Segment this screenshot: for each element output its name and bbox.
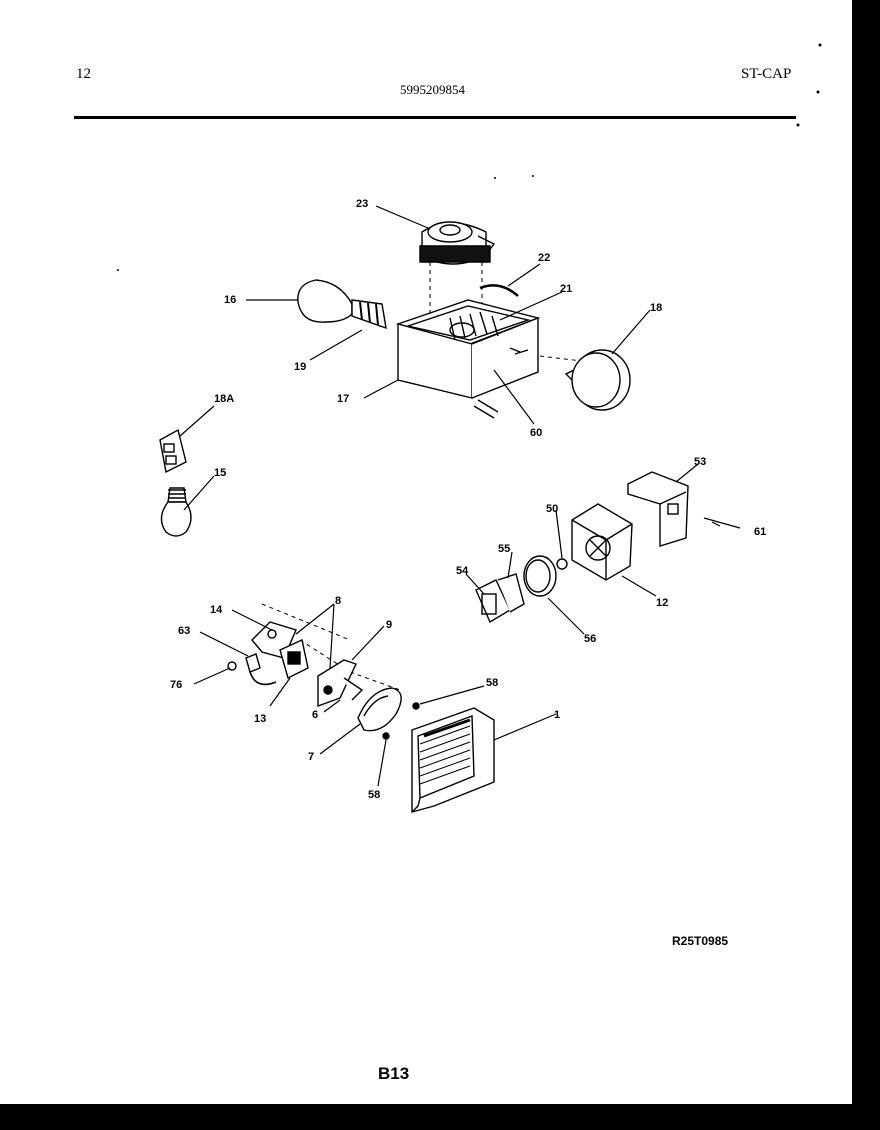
callout-labels: 23 22 21 16 19 18 17 60 18A 15 53 50 61 … <box>170 198 766 801</box>
callout-17: 17 <box>337 393 349 405</box>
lamp-bulb-small-part <box>160 487 192 537</box>
socket-part <box>159 428 187 474</box>
page-number-left: 12 <box>76 66 91 82</box>
callout-18: 18 <box>650 302 662 314</box>
control-panel-housing-part <box>411 707 495 813</box>
callout-22: 22 <box>538 252 550 264</box>
callout-18A: 18A <box>214 393 234 405</box>
diagram-page: 12 5995209854 ST-CAP R25T0985 B13 <box>0 0 852 1104</box>
callout-55: 55 <box>498 543 510 555</box>
callout-14: 14 <box>210 604 223 616</box>
callout-58-upper: 58 <box>486 677 498 689</box>
callout-6: 6 <box>312 709 318 721</box>
callout-23: 23 <box>356 198 368 210</box>
gasket-part <box>357 687 420 740</box>
page-code: B13 <box>378 1064 410 1083</box>
lamp-bulb-large-part <box>297 279 387 330</box>
callout-1: 1 <box>554 709 560 721</box>
round-cover-part <box>564 349 631 411</box>
timer-motor-part <box>419 221 496 265</box>
callout-12: 12 <box>656 597 668 609</box>
housing-box-part <box>395 284 541 419</box>
callout-13: 13 <box>254 713 266 725</box>
header-rule <box>74 116 796 119</box>
leader-lines <box>179 205 741 787</box>
callout-7: 7 <box>308 751 314 763</box>
callout-53: 53 <box>694 456 706 468</box>
callout-63: 63 <box>178 625 190 637</box>
drawing-code: R25T0985 <box>672 934 729 948</box>
fan-blade-part <box>523 555 568 597</box>
callout-50: 50 <box>546 503 558 515</box>
callout-15: 15 <box>214 467 226 479</box>
switch-assembly-part <box>227 621 364 707</box>
callout-21: 21 <box>560 283 572 295</box>
callout-76: 76 <box>170 679 182 691</box>
part-number: 5995209854 <box>400 82 465 97</box>
bracket-part <box>627 471 689 547</box>
model-code: ST-CAP <box>741 66 792 82</box>
callout-9: 9 <box>386 619 392 631</box>
callout-56: 56 <box>584 633 596 645</box>
motor-bracket-part <box>475 573 525 624</box>
callout-16: 16 <box>224 294 236 306</box>
specks <box>117 43 822 271</box>
callout-54: 54 <box>456 565 469 577</box>
fan-housing-part <box>571 503 633 581</box>
callout-58-lower: 58 <box>368 789 380 801</box>
callout-8: 8 <box>335 595 341 607</box>
callout-61: 61 <box>754 526 766 538</box>
callout-60: 60 <box>530 427 542 439</box>
callout-19: 19 <box>294 361 306 373</box>
